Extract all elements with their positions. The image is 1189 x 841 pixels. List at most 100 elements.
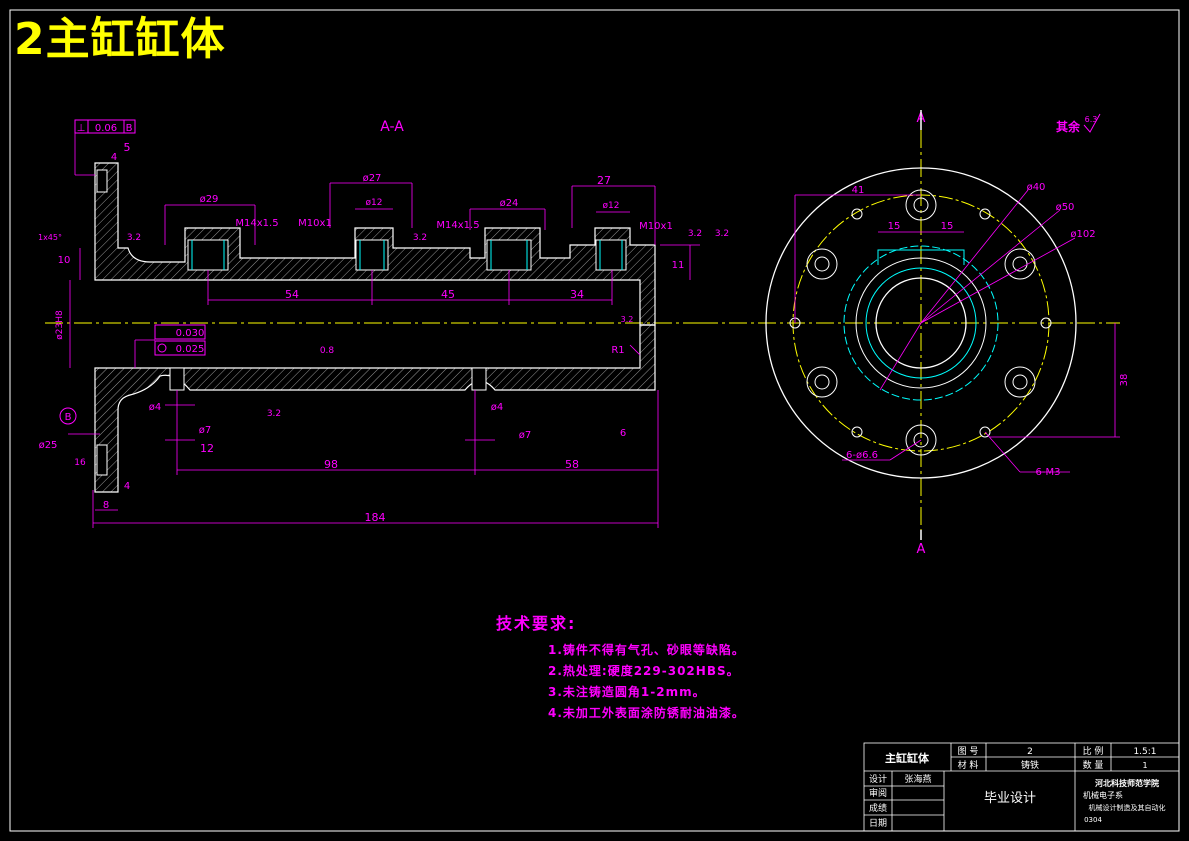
svg-text:ø12: ø12 <box>366 198 383 208</box>
datum-b-marker: B <box>59 407 77 425</box>
svg-text:ø27: ø27 <box>363 173 382 184</box>
gdt-perpendicularity: ⊥ 0.06 B <box>74 119 136 134</box>
svg-text:38: 38 <box>1119 374 1130 387</box>
svg-text:河北科技师范学院: 河北科技师范学院 <box>1095 778 1159 788</box>
svg-text:34: 34 <box>570 288 584 301</box>
svg-text:日期: 日期 <box>869 818 887 829</box>
svg-text:图 号: 图 号 <box>958 746 979 757</box>
lower-wall <box>94 324 656 493</box>
svg-text:M14x1.5: M14x1.5 <box>436 220 479 231</box>
port-1 <box>187 239 229 271</box>
svg-text:M10x1: M10x1 <box>298 218 332 229</box>
svg-text:58: 58 <box>565 458 579 471</box>
svg-text:3.2: 3.2 <box>127 233 141 243</box>
svg-text:M14x1.5: M14x1.5 <box>235 218 278 229</box>
svg-text:8: 8 <box>103 500 109 511</box>
svg-text:ø102: ø102 <box>1070 229 1095 240</box>
front-view: A A <box>700 110 1130 557</box>
svg-text:ø12: ø12 <box>603 201 620 211</box>
cut-label-bottom: A <box>917 542 926 557</box>
svg-text:铸铁: 铸铁 <box>1021 759 1039 771</box>
svg-text:设计: 设计 <box>869 773 887 785</box>
svg-text:其余: 其余 <box>1056 119 1081 134</box>
svg-text:ø40: ø40 <box>1027 182 1046 193</box>
port-4 <box>595 239 627 271</box>
gdt-datum: B <box>126 123 133 134</box>
svg-text:98: 98 <box>324 458 338 471</box>
svg-text:0.030: 0.030 <box>176 328 205 339</box>
svg-text:M10x1: M10x1 <box>639 221 673 232</box>
svg-text:4: 4 <box>124 481 130 492</box>
gdt-frame-1: 0.030 <box>154 324 206 340</box>
svg-text:6.3: 6.3 <box>1085 115 1098 124</box>
front-dimension-texts: ø40 ø50 ø102 41 15 15 38 6-ø6.6 6-M3 <box>846 182 1130 478</box>
gdt-symbol: ⊥ <box>77 123 86 134</box>
svg-text:ø7: ø7 <box>519 430 531 441</box>
svg-text:1.5:1: 1.5:1 <box>1133 747 1156 757</box>
svg-text:15: 15 <box>941 221 954 232</box>
svg-text:成绩: 成绩 <box>869 802 887 814</box>
svg-text:3.2: 3.2 <box>621 315 634 324</box>
svg-text:1x45°: 1x45° <box>38 233 62 242</box>
svg-text:ø24: ø24 <box>500 198 519 209</box>
svg-text:3.2: 3.2 <box>688 229 702 239</box>
svg-text:3.2: 3.2 <box>267 409 281 419</box>
svg-text:2: 2 <box>1027 747 1033 757</box>
roughness-note: 其余 6.3 <box>1056 113 1101 134</box>
section-label: A-A <box>380 119 404 135</box>
svg-text:审阅: 审阅 <box>869 787 887 799</box>
tech-req-item: 3.未注铸造圆角1-2mm。 <box>548 685 706 699</box>
svg-text:毕业设计: 毕业设计 <box>984 791 1036 806</box>
svg-text:27: 27 <box>597 174 611 187</box>
title-block <box>863 742 1180 832</box>
tech-req-title: 技术要求: <box>496 614 577 633</box>
tech-req-item: 2.热处理:硬度229-302HBS。 <box>548 664 740 678</box>
svg-text:6-M3: 6-M3 <box>1036 467 1061 478</box>
svg-text:ø4: ø4 <box>491 402 503 413</box>
section-dimension-lines <box>68 120 700 528</box>
svg-text:6: 6 <box>620 428 626 439</box>
svg-text:ø4: ø4 <box>149 402 161 413</box>
svg-text:数 量: 数 量 <box>1083 759 1104 771</box>
svg-text:比 例: 比 例 <box>1083 745 1104 757</box>
svg-text:0304: 0304 <box>1084 816 1102 824</box>
svg-text:R1: R1 <box>611 345 624 356</box>
bolt-holes <box>789 189 1052 456</box>
gdt-frame-2: 0.025 <box>154 340 206 356</box>
svg-text:3.2: 3.2 <box>715 229 729 239</box>
technical-requirements: 技术要求: 1.铸件不得有气孔、砂眼等缺陷。 2.热处理:硬度229-302HB… <box>496 610 745 724</box>
svg-text:B: B <box>65 412 72 423</box>
svg-text:机械设计制造及其自动化: 机械设计制造及其自动化 <box>1089 803 1166 812</box>
title-block-texts: 主缸缸体 图 号 2 材 料 铸铁 比 例 1.5:1 数 量 1 设计 张海燕… <box>869 745 1166 829</box>
gdt-value: 0.06 <box>95 123 117 134</box>
svg-text:54: 54 <box>285 288 299 301</box>
outer-flange <box>765 167 1077 479</box>
drawing-border <box>9 9 1180 832</box>
svg-text:11: 11 <box>672 260 685 271</box>
svg-text:张海燕: 张海燕 <box>904 773 931 785</box>
svg-text:184: 184 <box>365 511 386 524</box>
svg-text:15: 15 <box>888 221 901 232</box>
section-view: A-A <box>38 119 729 528</box>
part-name: 主缸缸体 <box>885 751 930 765</box>
port-3 <box>486 239 532 271</box>
svg-text:ø23H8: ø23H8 <box>55 310 65 340</box>
svg-text:12: 12 <box>200 442 214 455</box>
svg-text:0.025: 0.025 <box>176 344 205 355</box>
svg-text:5: 5 <box>124 141 131 154</box>
port-2 <box>355 239 389 271</box>
section-dimension-texts: 5 4 ø29 ø27 ø12 ø24 27 ø12 M14x1.5 M10x1… <box>38 141 729 524</box>
svg-text:10: 10 <box>58 255 71 266</box>
drawing-title: 2主缸缸体 <box>14 14 226 65</box>
bore-circle <box>875 277 967 369</box>
svg-text:ø29: ø29 <box>200 194 219 205</box>
tech-req-item: 4.未加工外表面涂防锈耐油油漆。 <box>548 706 745 720</box>
svg-text:材 料: 材 料 <box>958 759 979 771</box>
svg-text:机械电子系: 机械电子系 <box>1083 790 1123 800</box>
svg-text:41: 41 <box>852 185 865 196</box>
svg-text:ø7: ø7 <box>199 425 211 436</box>
svg-text:ø50: ø50 <box>1056 202 1075 213</box>
svg-text:3.2: 3.2 <box>413 233 427 243</box>
svg-text:16: 16 <box>74 458 86 468</box>
